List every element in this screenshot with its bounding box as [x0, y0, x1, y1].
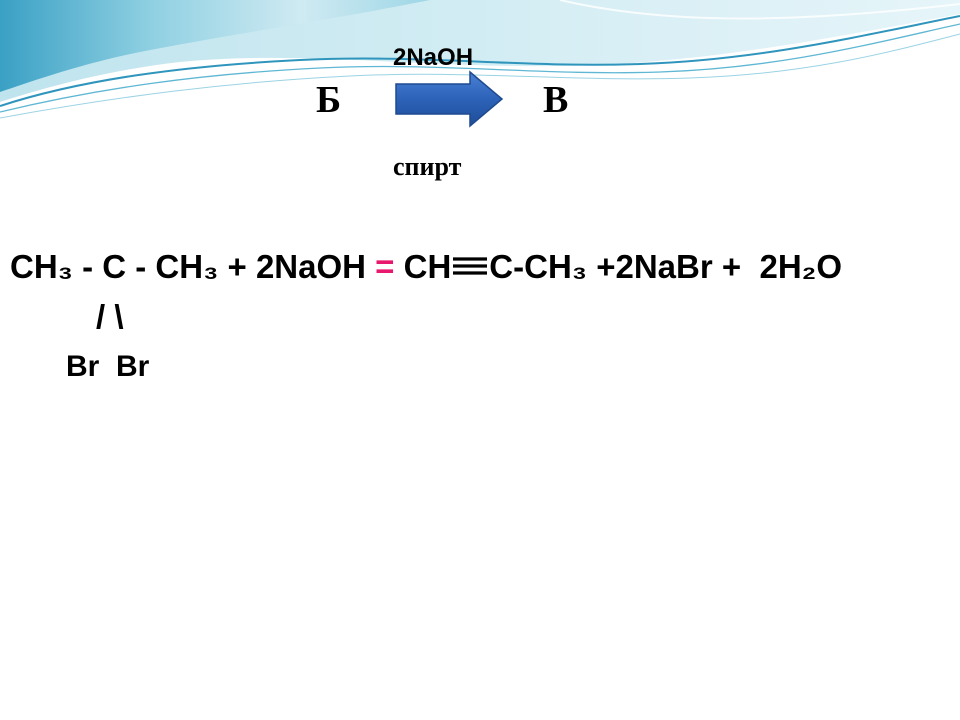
equation-reactant: CH₃ - C - CH₃ — [10, 248, 219, 285]
condition-below-arrow: спирт — [393, 152, 462, 181]
reagent-above-arrow: 2NaOH — [393, 44, 474, 71]
equation-substituents: Br Br — [66, 350, 150, 383]
right-arrow-icon — [395, 70, 504, 128]
reaction-equation: CH₃ - C - CH₃ + 2NaOH = CH C-CH₃ +2NaBr +… — [10, 244, 842, 290]
equation-product-start: CH — [394, 248, 452, 285]
triple-bond-icon — [453, 257, 488, 275]
equation-plus-reagent: + 2NaOH — [218, 248, 376, 285]
wave-header-decoration — [0, 0, 960, 119]
species-left-label: Б — [316, 79, 342, 121]
equals-sign: = — [375, 248, 395, 285]
equation-product-end: C-CH₃ +2NaBr + 2H₂O — [489, 248, 842, 285]
species-right-label: В — [543, 79, 569, 121]
equation-bonds: / \ — [96, 298, 124, 335]
